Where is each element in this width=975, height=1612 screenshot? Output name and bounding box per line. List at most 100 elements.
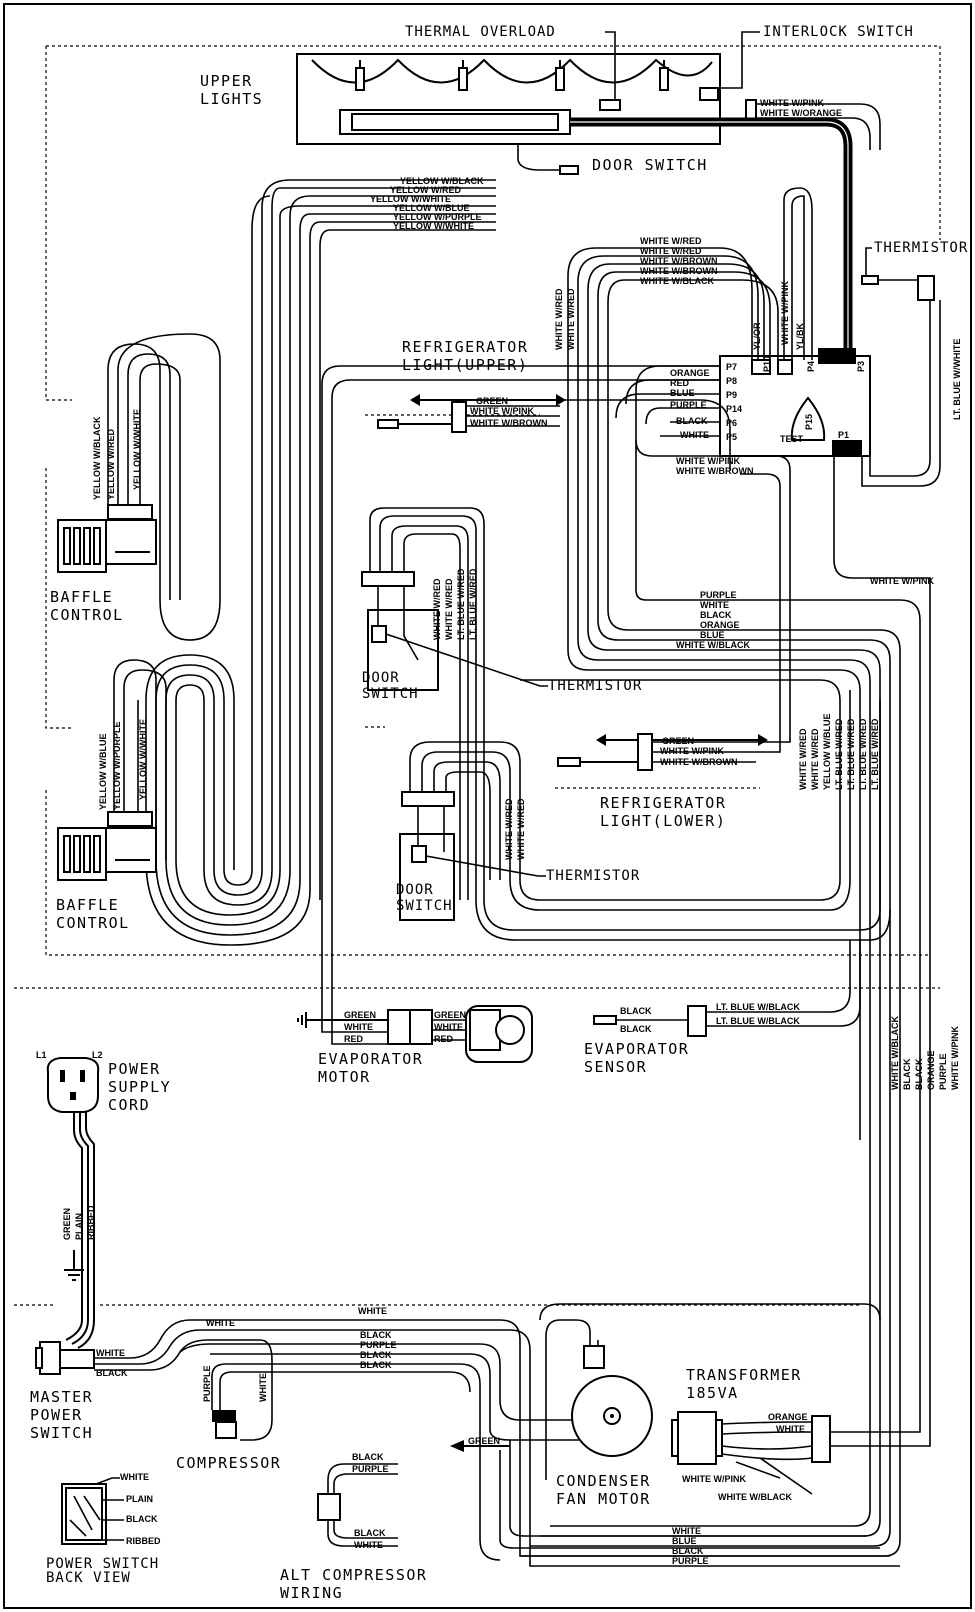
svg-text:YELLOW W/PURPLE: YELLOW W/PURPLE — [112, 722, 122, 811]
label-refrig-upper-1: REFRIGERATOR — [402, 338, 528, 356]
thermistor-mid2-leader — [425, 855, 546, 877]
svg-text:TEST: TEST — [780, 434, 804, 444]
svg-text:YELLOW W/RED: YELLOW W/RED — [390, 185, 461, 195]
label-evap-sensor-2: SENSOR — [584, 1058, 647, 1076]
svg-text:PURPLE: PURPLE — [672, 1556, 709, 1566]
board-pin-labels: P7 P8 P9 P14 P6 P5 TEST P15 P1 P3 P4 P10 — [726, 356, 866, 444]
wire-label-green-condenser: GREEN — [468, 1436, 500, 1446]
label-condenser-1: CONDENSER — [556, 1472, 651, 1490]
svg-text:P4: P4 — [806, 361, 816, 372]
thermistor-loop-1 — [869, 300, 931, 477]
svg-text:WHITE W/RED: WHITE W/RED — [640, 236, 702, 246]
svg-text:BLACK: BLACK — [700, 610, 732, 620]
diagram-border — [3, 3, 972, 1609]
svg-text:BLACK: BLACK — [676, 416, 708, 426]
power-switch-back-labels: WHITE PLAIN BLACK RIBBED — [120, 1472, 161, 1546]
svg-text:WHITE W/RED: WHITE W/RED — [554, 288, 564, 350]
svg-text:YELLOW W/BLUE: YELLOW W/BLUE — [393, 203, 470, 213]
cabinet-outline-left — [45, 46, 72, 401]
svg-text:YELLOW W/PURPLE: YELLOW W/PURPLE — [393, 212, 482, 222]
wire-label-white-pink-top: WHITE W/PINK — [760, 98, 824, 108]
board-top-harness — [567, 187, 813, 650]
svg-text:BLACK: BLACK — [126, 1514, 158, 1524]
label-l2: L2 — [92, 1050, 103, 1060]
svg-text:GREEN: GREEN — [344, 1010, 376, 1020]
svg-text:ORANGE: ORANGE — [700, 620, 740, 630]
refrig-light-lower — [557, 733, 768, 771]
bulb-sockets — [355, 60, 669, 91]
board-conn-p10 — [751, 359, 771, 375]
svg-text:WHITE W/BROWN: WHITE W/BROWN — [470, 418, 547, 428]
svg-text:WHITE W/BROWN: WHITE W/BROWN — [660, 757, 737, 767]
thermistor-top-leader — [865, 247, 872, 276]
interlock-switch-part — [699, 87, 719, 101]
baffle-control-1 — [57, 504, 157, 573]
label-door-a2: SWITCH — [362, 686, 419, 702]
bottom-bundle-labels: WHITE BLUE BLACK PURPLE — [672, 1526, 709, 1566]
svg-text:P6: P6 — [726, 418, 737, 428]
label-door-a1: DOOR — [362, 670, 400, 686]
svg-text:LT. BLUE W/RED: LT. BLUE W/RED — [834, 718, 844, 790]
label-baffle-2b: CONTROL — [56, 914, 130, 932]
svg-text:BLUE: BLUE — [700, 630, 725, 640]
label-psbv-2: BACK VIEW — [46, 1570, 131, 1586]
power-supply-cord — [46, 1057, 100, 1320]
baffle-outline-2 — [45, 790, 930, 956]
svg-text:WHITE: WHITE — [680, 430, 709, 440]
door-switch-a-wire-labels: WHITE W/RED WHITE W/RED LT. BLUE W/RED L… — [432, 568, 478, 640]
svg-text:P9: P9 — [726, 390, 737, 400]
evap-motor-feed-wire — [321, 365, 720, 1000]
board-conn-p1 — [832, 440, 862, 456]
svg-text:P8: P8 — [726, 376, 737, 386]
svg-text:WHITE W/PINK: WHITE W/PINK — [676, 456, 740, 466]
master-power-switch — [35, 1319, 95, 1375]
label-baffle-2a: BAFFLE — [56, 896, 119, 914]
svg-text:YL/OR: YL/OR — [752, 322, 762, 350]
label-thermal-overload: THERMAL OVERLOAD — [405, 24, 556, 40]
svg-text:WHITE W/PINK: WHITE W/PINK — [950, 1026, 960, 1090]
svg-text:ORANGE: ORANGE — [670, 368, 710, 378]
svg-text:WHITE W/PINK: WHITE W/PINK — [470, 406, 534, 416]
svg-text:LT. BLUE W/BLACK: LT. BLUE W/BLACK — [716, 1002, 800, 1012]
label-master-3: SWITCH — [30, 1424, 93, 1442]
yellow-harness-labels: YELLOW W/BLACK YELLOW W/RED YELLOW W/WHI… — [370, 176, 484, 231]
svg-text:YL/BK: YL/BK — [795, 322, 805, 350]
svg-text:WHITE: WHITE — [96, 1348, 125, 1358]
board-top-wire-labels: YL/OR WHITE W/PINK YL/BK — [752, 281, 805, 350]
baffle-control-2 — [57, 811, 157, 881]
label-evap-motor-2: MOTOR — [318, 1068, 371, 1086]
svg-text:P14: P14 — [726, 404, 742, 414]
wire-label-lt-blue-white: LT. BLUE W/WHITE — [952, 339, 962, 420]
svg-text:LT. BLUE W/RED: LT. BLUE W/RED — [858, 718, 868, 790]
evap-motor-wire-labels: GREEN WHITE RED GREEN WHITE RED — [344, 1010, 466, 1044]
svg-text:BLUE: BLUE — [670, 388, 695, 398]
upper-lights-reflectors — [311, 58, 713, 84]
interlock-wire-2 — [756, 117, 871, 150]
door-switch-a — [361, 507, 485, 900]
svg-text:WHITE W/PINK: WHITE W/PINK — [870, 576, 934, 586]
label-evap-sensor-1: EVAPORATOR — [584, 1040, 689, 1058]
svg-text:BLACK: BLACK — [672, 1546, 704, 1556]
svg-text:GREEN: GREEN — [434, 1010, 466, 1020]
svg-text:P5: P5 — [726, 432, 737, 442]
svg-text:YELLOW W/WHITE: YELLOW W/WHITE — [393, 221, 474, 231]
svg-text:BLACK: BLACK — [96, 1368, 128, 1378]
label-upper-lights-2: LIGHTS — [200, 90, 263, 108]
svg-text:PLAIN: PLAIN — [74, 1213, 84, 1240]
svg-text:GREEN: GREEN — [62, 1208, 72, 1240]
label-master-2: POWER — [30, 1406, 83, 1424]
upper-baffle-harness — [107, 333, 221, 641]
board-conn-p6 — [777, 359, 793, 375]
svg-text:P7: P7 — [726, 362, 737, 372]
svg-text:WHITE W/BLACK: WHITE W/BLACK — [890, 1016, 900, 1090]
thermal-overload-leader — [605, 31, 616, 100]
svg-text:BLACK: BLACK — [914, 1058, 924, 1090]
label-refrig-lower-1: REFRIGERATOR — [600, 794, 726, 812]
label-condenser-2: FAN MOTOR — [556, 1490, 651, 1508]
yellow-harness — [145, 179, 496, 946]
svg-text:GREEN: GREEN — [662, 736, 694, 746]
thermal-overload-part — [599, 99, 621, 111]
label-refrig-upper-2: LIGHT(UPPER) — [402, 356, 528, 374]
alt-compressor-wiring — [317, 1463, 398, 1547]
